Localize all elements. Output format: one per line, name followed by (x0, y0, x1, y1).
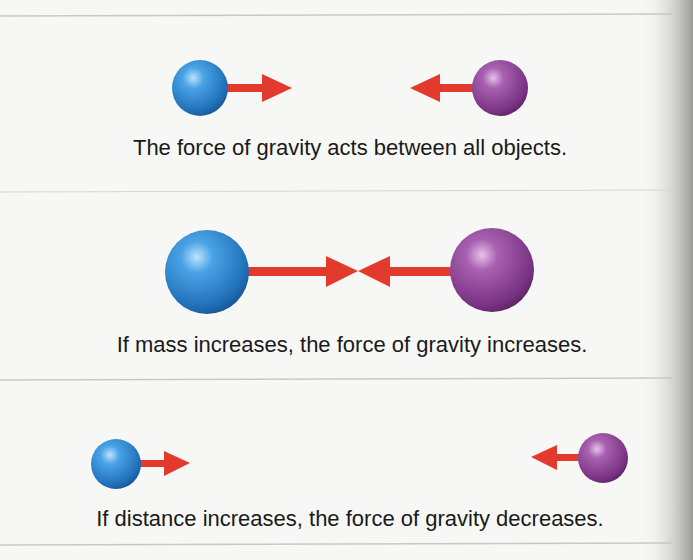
caption-text: The force of gravity acts between all ob… (133, 135, 567, 161)
force-arrow (226, 74, 476, 102)
page-shadow (640, 0, 693, 560)
mass-sphere (172, 60, 228, 116)
panel-border (0, 378, 672, 380)
panel-border (0, 543, 672, 545)
mass-sphere (91, 439, 141, 489)
mass-sphere (165, 230, 249, 314)
caption-text: If distance increases, the force of grav… (96, 506, 603, 532)
mass-sphere (472, 60, 528, 116)
caption-text: If mass increases, the force of gravity … (117, 332, 588, 358)
panel-border (0, 14, 672, 16)
force-arrow (240, 256, 466, 287)
force-arrow (138, 445, 583, 476)
panel-border (0, 190, 672, 192)
mass-sphere (578, 433, 628, 483)
mass-sphere (450, 228, 534, 312)
